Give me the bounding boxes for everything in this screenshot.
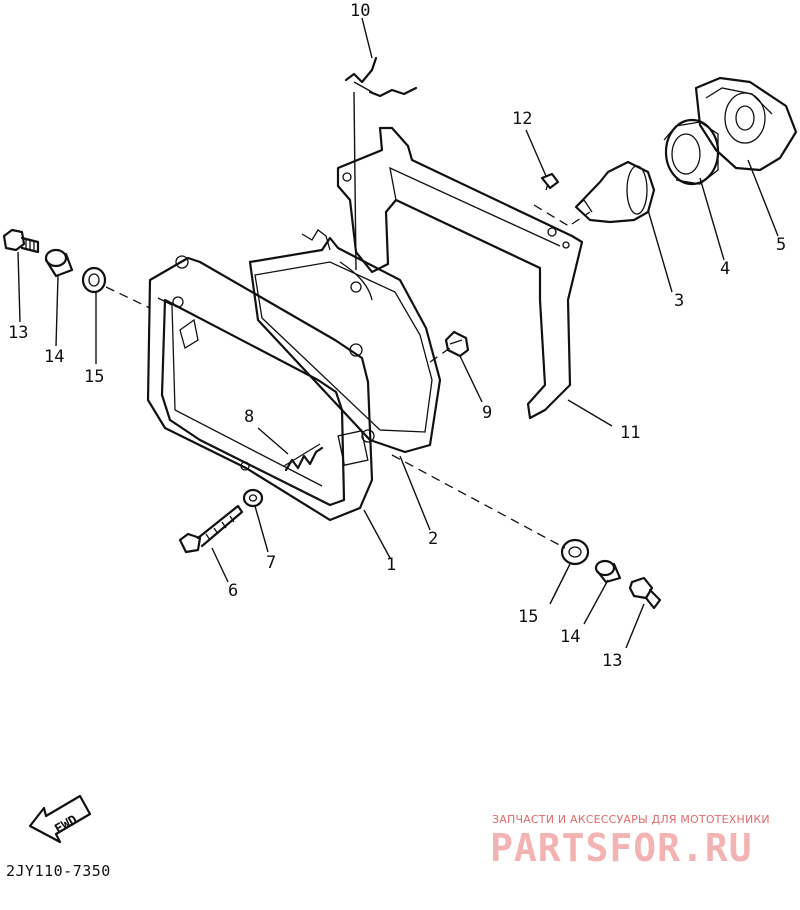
callout-10: 10 <box>350 1 370 21</box>
callout-11: 11 <box>620 423 640 443</box>
callout-12: 12 <box>512 109 532 129</box>
collar-left <box>44 248 74 278</box>
callout-1: 1 <box>386 555 396 575</box>
wire-clamp <box>344 56 418 98</box>
nut <box>242 488 264 508</box>
fwd-arrow-icon: FWD <box>28 794 92 844</box>
bolt-left <box>2 228 40 254</box>
callout-13-right: 13 <box>602 651 622 671</box>
watermark-caption: ЗАПЧАСТИ И АКСЕССУАРЫ ДЛЯ МОТОТЕХНИКИ <box>492 813 770 826</box>
adjusting-spring <box>283 443 324 472</box>
callout-labels: 10 12 3 4 5 11 9 8 2 1 7 6 13 14 15 15 1… <box>8 1 786 671</box>
callout-14-left: 14 <box>44 347 64 367</box>
callout-15-right: 15 <box>518 607 538 627</box>
callout-3: 3 <box>674 291 684 311</box>
callout-5: 5 <box>776 235 786 255</box>
callout-15-left: 15 <box>84 367 104 387</box>
grommet-left <box>81 266 107 294</box>
callout-13-left: 13 <box>8 323 28 343</box>
headlight-bulb <box>574 160 656 224</box>
assembly-lines <box>105 204 591 549</box>
callout-9: 9 <box>482 403 492 423</box>
callout-7: 7 <box>266 553 276 573</box>
clip <box>444 330 470 358</box>
watermark-logo: PARTSFOR.RU <box>490 826 753 870</box>
grommet-right <box>560 538 590 566</box>
headlight-cover <box>694 76 798 172</box>
leader-lines <box>17 17 779 649</box>
small-bolt <box>540 172 560 191</box>
diagram-code: 2JY110-7350 <box>6 862 111 880</box>
callout-6: 6 <box>228 581 238 601</box>
headlight-rim <box>146 255 374 522</box>
collar-right <box>594 559 622 584</box>
headlight-stay <box>336 126 584 420</box>
callout-8: 8 <box>244 407 254 427</box>
callout-2: 2 <box>428 529 438 549</box>
screw <box>178 504 244 554</box>
headlight-unit <box>248 229 442 454</box>
bolt-right <box>628 576 662 610</box>
callout-4: 4 <box>720 259 730 279</box>
bulb-socket <box>663 118 720 186</box>
callout-14-right: 14 <box>560 627 580 647</box>
